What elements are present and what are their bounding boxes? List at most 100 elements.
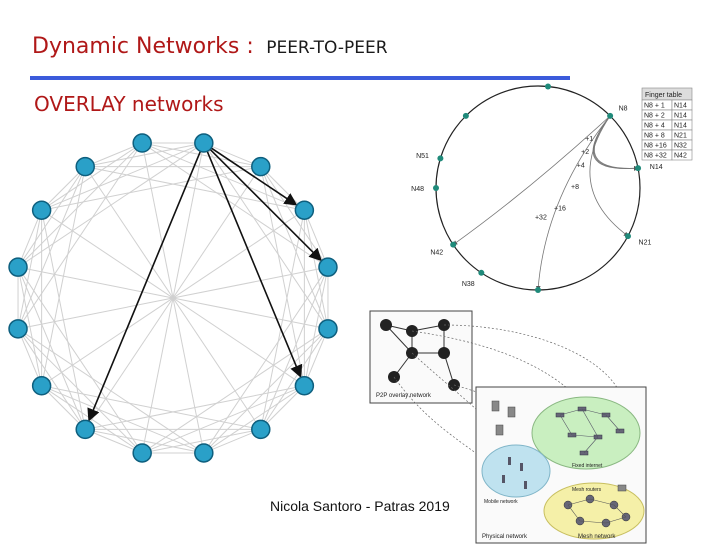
- ring-node: [194, 133, 214, 153]
- ring-node: [75, 419, 95, 440]
- ring-node: [251, 419, 271, 440]
- ring-node: [8, 257, 28, 277]
- chord-node: [544, 83, 551, 90]
- finger-table-successor: N14: [674, 113, 687, 120]
- title-main: Dynamic Networks :: [32, 34, 254, 59]
- ring-edge: [41, 142, 205, 211]
- title-suffix: PEER-TO-PEER: [266, 38, 388, 58]
- ring-highlighted-link: [203, 142, 303, 379]
- chord-nodes: N1N8N14N21N32N38N42N48N51: [411, 78, 663, 293]
- finger-table-successor: N14: [674, 103, 687, 110]
- finger-table-start: N8 + 2: [644, 113, 665, 120]
- finger-table-cell: [671, 149, 693, 161]
- ring-nodes: [8, 133, 338, 463]
- ring-edge: [41, 166, 86, 386]
- ring-edge: [203, 428, 261, 454]
- title-rule: [30, 76, 570, 80]
- ring-node: [132, 133, 152, 153]
- mobile-network-cloud: [481, 444, 551, 498]
- chord-node: [635, 165, 642, 172]
- chord-node-label: N8: [619, 105, 628, 112]
- ring-edge: [41, 142, 143, 211]
- finger-arrow-label: +2: [581, 149, 589, 156]
- chord-node-label: N38: [462, 281, 475, 288]
- finger-table-successor: N32: [674, 143, 687, 150]
- ring-edge: [41, 385, 205, 454]
- ring-edge: [41, 166, 86, 211]
- physical-devices: [491, 400, 627, 492]
- ring-node: [8, 319, 28, 339]
- chord-node-label: N21: [639, 240, 652, 247]
- ring-edge: [17, 266, 86, 430]
- ring-edge: [17, 166, 86, 330]
- ring-node: [31, 200, 52, 220]
- ring-edge: [85, 428, 204, 454]
- ring-edge: [141, 385, 305, 454]
- ring-highlighted-links: [87, 142, 323, 422]
- ring-node: [318, 257, 338, 277]
- finger-table-successor: N42: [674, 153, 687, 160]
- finger-arrow: [589, 115, 629, 237]
- ring-edge: [303, 328, 329, 386]
- slide-credit: Nicola Santoro - Patras 2019: [270, 498, 450, 514]
- finger-table-start: N8 + 4: [644, 123, 665, 130]
- chord-node: [450, 241, 457, 248]
- ring-edge: [260, 385, 305, 430]
- ring-edge: [17, 166, 86, 268]
- finger-arrow: [535, 115, 611, 291]
- finger-arrow-label: +8: [571, 184, 579, 191]
- chord-node: [535, 287, 541, 293]
- mobile-network-label: Mobile network: [484, 499, 518, 505]
- ring-edge: [17, 328, 43, 386]
- chord-node-label: N51: [416, 153, 429, 160]
- finger-arrow: [592, 115, 639, 171]
- mesh-routers-label: Mesh routers: [572, 487, 602, 493]
- slide-title: Dynamic Networks : PEER-TO-PEER: [32, 34, 388, 59]
- finger-arrow: [593, 115, 639, 171]
- ring-edge: [17, 328, 86, 430]
- ring-edge: [17, 142, 143, 330]
- finger-table-start: N8 +16: [644, 143, 667, 150]
- ring-node: [294, 200, 315, 220]
- chord-finger-arrows: +1+2+4+8+16+32: [452, 115, 639, 291]
- chord-node-label: N14: [650, 164, 663, 171]
- ring-edge: [17, 267, 43, 386]
- ring-edge: [141, 142, 205, 454]
- finger-table-successor: N21: [674, 133, 687, 140]
- ring-edge: [260, 266, 329, 430]
- chord-node: [607, 112, 614, 119]
- ring-edge: [85, 428, 143, 454]
- finger-arrow: [452, 115, 611, 246]
- fixed-internet-links: [559, 408, 621, 454]
- ring-edge: [142, 142, 261, 168]
- chord-node: [624, 233, 631, 240]
- ring-edge: [41, 210, 86, 430]
- ring-node: [132, 443, 152, 463]
- ring-highlighted-link: [203, 142, 323, 262]
- ring-edge: [17, 210, 43, 329]
- slide-subtitle: OVERLAY networks: [34, 92, 224, 116]
- ring-highlighted-link: [87, 142, 205, 422]
- ring-edges: [17, 142, 329, 454]
- finger-table-successor: N14: [674, 123, 687, 130]
- overlay-ring-diagram: [8, 133, 338, 463]
- overlay-panel-label: P2P overlay network: [376, 393, 432, 399]
- ring-node: [251, 156, 271, 177]
- layered-network-diagram: P2P overlay network Fixed intern: [369, 310, 647, 544]
- fixed-internet-label: Fixed internet: [572, 463, 603, 469]
- mesh-network-links: [567, 498, 627, 524]
- chord-node: [433, 185, 439, 191]
- ring-edge: [260, 166, 329, 330]
- ring-edge: [141, 142, 329, 268]
- finger-arrow-label: +4: [577, 162, 585, 169]
- chord-diagram: +1+2+4+8+16+32 N1N8N14N21N32N38N42N48N51…: [411, 78, 693, 293]
- finger-table-title: Finger table: [645, 92, 682, 99]
- chord-node-label: N48: [411, 186, 424, 193]
- chord-node-label: N42: [430, 249, 443, 256]
- ring-edge: [17, 142, 143, 268]
- finger-table-start: N8 +32: [644, 153, 667, 160]
- ring-edge: [141, 142, 305, 211]
- ring-edge: [85, 142, 143, 168]
- mobile-network-nodes: [502, 457, 527, 489]
